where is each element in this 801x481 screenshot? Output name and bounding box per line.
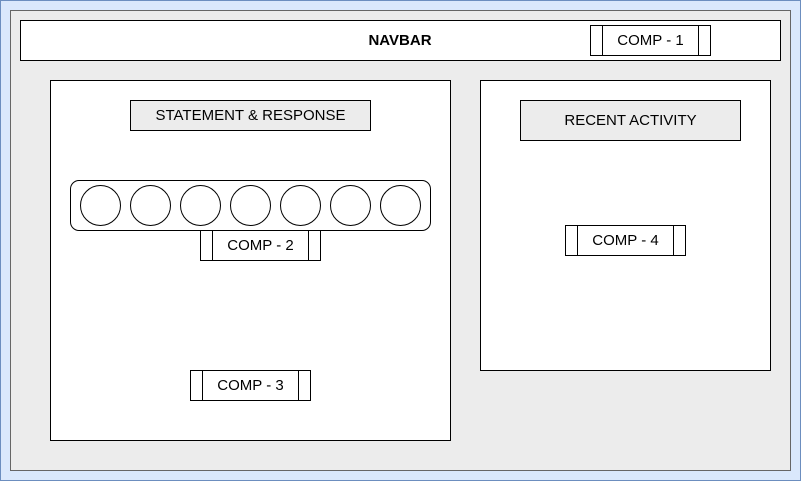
rating-option xyxy=(380,185,421,226)
comp-2-label: COMP - 2 xyxy=(227,237,294,254)
recent-activity-heading: RECENT ACTIVITY xyxy=(520,100,741,141)
comp-3-box: COMP - 3 xyxy=(190,370,311,401)
comp-1-box: COMP - 1 xyxy=(590,25,711,56)
rating-option xyxy=(330,185,371,226)
comp-4-label: COMP - 4 xyxy=(592,232,659,249)
rating-option xyxy=(80,185,121,226)
rating-option xyxy=(180,185,221,226)
statement-response-heading: STATEMENT & RESPONSE xyxy=(130,100,371,131)
rating-option xyxy=(230,185,271,226)
recent-activity-heading-text: RECENT ACTIVITY xyxy=(564,112,697,129)
comp-3-label: COMP - 3 xyxy=(217,377,284,394)
rating-option xyxy=(280,185,321,226)
navbar-title: NAVBAR xyxy=(368,32,432,49)
rating-option xyxy=(130,185,171,226)
comp-4-box: COMP - 4 xyxy=(565,225,686,256)
statement-response-heading-text: STATEMENT & RESPONSE xyxy=(155,107,346,124)
comp-1-label: COMP - 1 xyxy=(617,32,684,49)
comp-2-box: COMP - 2 xyxy=(200,230,321,261)
